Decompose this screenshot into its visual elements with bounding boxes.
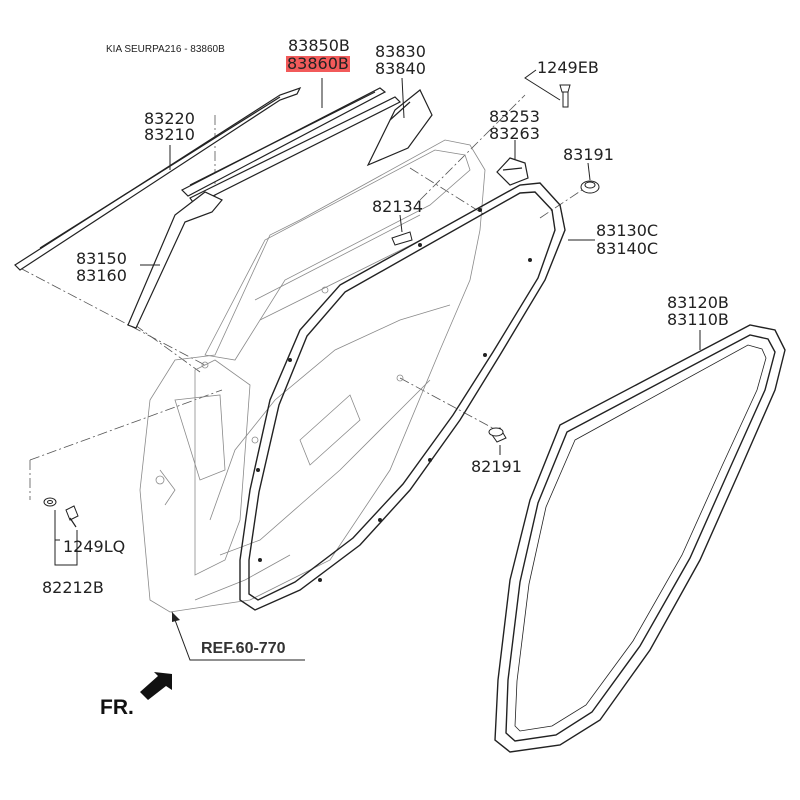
- part-label-83850b[interactable]: 83850B: [288, 36, 350, 55]
- part-label-83263[interactable]: 83263: [489, 124, 540, 143]
- label-leaders: [54, 69, 701, 661]
- fr-arrow-icon: [140, 672, 172, 700]
- glass-run-channel: [127, 191, 223, 329]
- part-label-83191[interactable]: 83191: [563, 145, 614, 164]
- part-label-1249lq[interactable]: 1249LQ: [63, 537, 126, 556]
- part-label-83160[interactable]: 83160: [76, 266, 127, 285]
- plug-83191: [580, 180, 600, 194]
- part-label-83140c[interactable]: 83140C: [596, 239, 659, 258]
- part-label-83860b[interactable]: 83860B: [286, 54, 350, 73]
- door-side-weatherstrip: [239, 182, 566, 611]
- body-side-weatherstrip: [494, 324, 786, 753]
- sash-moulding: [189, 89, 433, 206]
- part-label-83130c[interactable]: 83130C: [596, 221, 659, 240]
- ref-arrow-head: [172, 612, 180, 622]
- part-label-83110b[interactable]: 83110B: [667, 310, 729, 329]
- outer-belt-moulding: [14, 86, 302, 271]
- delta-cover: [496, 157, 529, 186]
- part-label-83220[interactable]: 83220: [144, 109, 195, 128]
- part-label-83210[interactable]: 83210: [144, 125, 195, 144]
- inner-weatherstrip: [180, 87, 387, 197]
- part-label-82134[interactable]: 82134: [372, 197, 423, 216]
- screw-and-washer: [43, 497, 79, 528]
- door-body: [139, 139, 486, 613]
- part-label-83150[interactable]: 83150: [76, 249, 127, 268]
- bolt-1249eb: [559, 84, 571, 108]
- front-direction-label: FR.: [100, 696, 134, 719]
- plug-82191: [488, 427, 507, 443]
- part-label-82191[interactable]: 82191: [471, 457, 522, 476]
- part-label-1249eb[interactable]: 1249EB: [537, 58, 599, 77]
- part-label-82212b[interactable]: 82212B: [42, 578, 104, 597]
- part-label-83840[interactable]: 83840: [375, 59, 426, 78]
- ref-label[interactable]: REF.60-770: [201, 640, 286, 657]
- part-label-83253[interactable]: 83253: [489, 107, 540, 126]
- leader-lines: [19, 94, 583, 500]
- part-label-83120b[interactable]: 83120B: [667, 293, 729, 312]
- clip-82134: [391, 231, 413, 246]
- diagram-header: KIA SEURPA216 - 83860B: [106, 44, 225, 55]
- part-label-83830[interactable]: 83830: [375, 42, 426, 61]
